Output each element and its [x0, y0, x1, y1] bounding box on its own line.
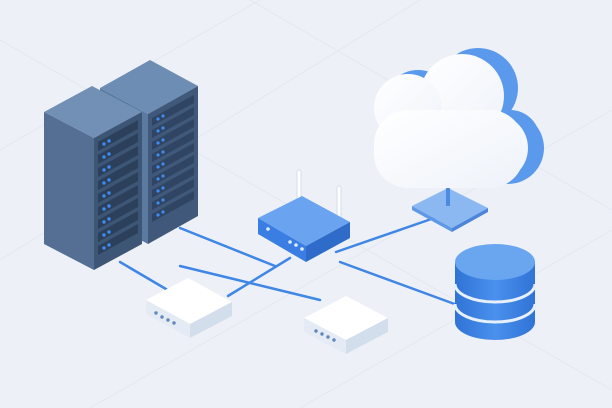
cloud-icon: [374, 48, 544, 232]
database-icon: [453, 244, 537, 340]
link-switch-left-to-router: [226, 256, 292, 298]
server-rack-front: [44, 86, 142, 270]
network-switch-left: [146, 278, 232, 338]
link-router-to-database: [338, 260, 462, 308]
server-rack-icon: [44, 60, 198, 270]
network-switch-right: [304, 296, 388, 354]
network-switch-icon: [146, 278, 232, 338]
link-router-to-cloud: [334, 214, 442, 254]
link-rack-to-router: [178, 226, 277, 268]
link-rack-to-switch-right: [178, 264, 322, 302]
network-switch-icon: [304, 296, 388, 354]
router-icon: [258, 169, 350, 262]
cloud-stand-base: [412, 188, 488, 228]
